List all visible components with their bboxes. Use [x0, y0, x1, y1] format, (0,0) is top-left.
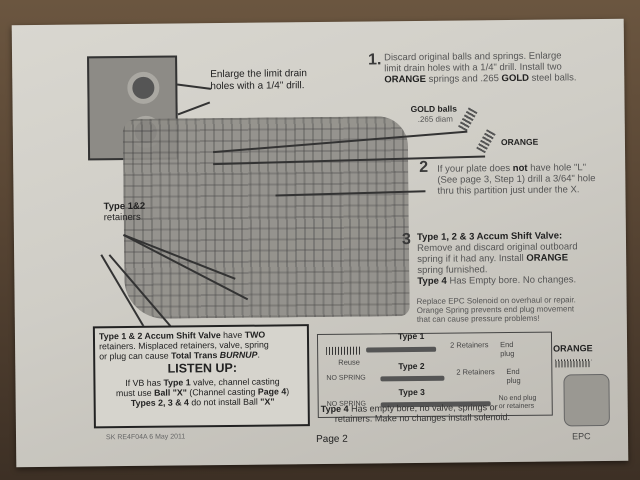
type1-end-plug: End plug [500, 339, 515, 358]
type1-label: Type 1 [397, 330, 425, 342]
epc-spring [555, 359, 592, 368]
type2-no-spring: NO SPRING [326, 374, 366, 382]
orange-spring-label: ORANGE [500, 136, 539, 148]
epc-solenoid-image [563, 373, 610, 427]
type2-end-plug: End plug [506, 366, 521, 385]
reuse-label: Reuse [338, 357, 360, 367]
type4-note: Type 4 Has empty bore, no valve, springs… [320, 402, 510, 425]
step3-number: 3 [401, 231, 411, 249]
type3-label: Type 3 [398, 386, 425, 398]
step2-number: 2 [419, 158, 429, 176]
epc-label: EPC [571, 431, 591, 442]
step3-text: Type 1, 2 & 3 Accum Shift Valve: Remove … [416, 230, 578, 287]
retainers-label: Type 1&2 retainers [103, 200, 146, 224]
type2-valve [380, 375, 445, 382]
type2-label: Type 2 [398, 360, 425, 372]
gold-balls-icon [457, 107, 478, 132]
orange-spring-icon [476, 129, 496, 154]
step2-text: If your plate does not have hole "L" (Se… [437, 162, 596, 197]
listen-up-callout: Type 1 & 2 Accum Shift Valve have TWO re… [92, 324, 310, 429]
page-number: Page 2 [316, 433, 348, 446]
step1-number: 1. [367, 51, 382, 69]
drain-hole-top [127, 71, 160, 105]
drain-arrow-2 [177, 101, 210, 115]
epc-note: Replace EPC Solenoid on overhaul or repa… [416, 295, 576, 325]
gold-balls-label: GOLD balls [410, 103, 457, 115]
type1-spring [326, 346, 361, 355]
instruction-sheet: Enlarge the limit drain holes with a 1/4… [11, 18, 629, 468]
callout-text: Type 1 & 2 Accum Shift Valve have TWO re… [99, 329, 306, 408]
gold-balls-diam: .265 diam [417, 114, 453, 124]
step1-text: Discard original balls and springs. Enla… [384, 50, 577, 86]
type1-valve [366, 346, 437, 353]
type2-retainers: 2 Retainers [456, 367, 495, 377]
listen-up-heading: LISTEN UP: [167, 361, 238, 376]
footer-code: SK RE4F04A 6 May 2011 [105, 433, 186, 442]
type1-retainers: 2 Retainers [450, 340, 489, 350]
drain-note: Enlarge the limit drain holes with a 1/4… [210, 68, 308, 92]
epc-orange-label: ORANGE [553, 343, 593, 354]
drain-arrow [177, 83, 212, 90]
